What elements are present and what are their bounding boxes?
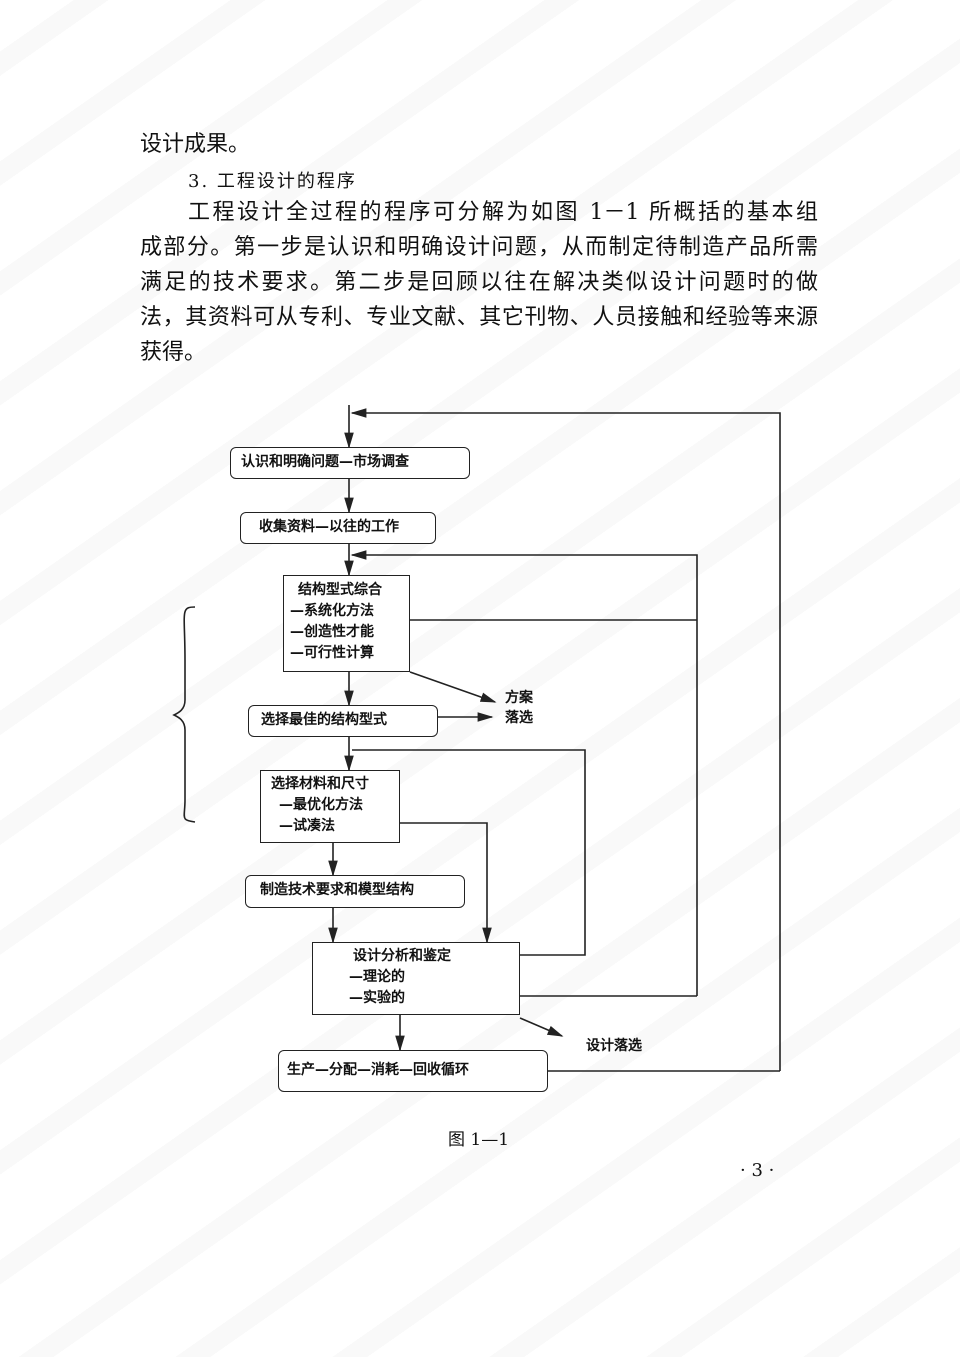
paragraph-line: 工程设计全过程的程序可分解为如图 1－1 所概括的基本组 [188,200,818,225]
box-label: —系统化方法 [290,603,374,619]
box-label: 选择材料和尺寸 [271,776,369,792]
curly-brace [172,606,196,823]
paragraph-line: 成部分。第一步是认识和明确设计问题，从而制定待制造产品所需 [140,235,818,260]
box-label: —最优化方法 [279,797,363,813]
flow-box-structure-synthesis: 结构型式综合 —系统化方法 —创造性才能 —可行性计算 [283,575,410,672]
paragraph-line: 法，其资料可从专利、专业文献、其它刊物、人员接触和经验等来源 [140,305,818,330]
flow-box-identify-problem: 认识和明确问题—市场调查 [230,447,470,479]
feedback-line [350,550,698,996]
reject-arrow [519,1017,564,1037]
text-line: 设计成果。 [140,132,251,157]
figure-caption: 图 1—1 [448,1130,510,1150]
label-line: 方案 [505,690,533,706]
flow-box-production-cycle: 生产—分配—消耗—回收循环 [278,1050,548,1092]
box-label: —创造性才能 [290,624,374,640]
box-label: 制造技术要求和模型结构 [260,882,414,898]
box-label: 选择最佳的结构型式 [261,712,387,728]
paragraph-line: 满足的技术要求。第二步是回顾以往在解决类似设计问题时的做 [140,270,818,295]
page-number: · 3 · [740,1160,775,1181]
box-label: —理论的 [349,969,405,985]
flow-box-select-materials: 选择材料和尺寸 —最优化方法 —试凑法 [260,770,400,843]
paragraph-line: 获得。 [140,340,207,365]
box-label: 收集资料—以往的工作 [259,519,399,535]
box-label: —试凑法 [279,818,335,834]
feedback-line [352,749,586,956]
box-label: 设计分析和鉴定 [353,948,451,964]
section-heading: 3. 工程设计的程序 [188,171,357,192]
flow-box-design-analysis: 设计分析和鉴定 —理论的 —实验的 [312,942,520,1015]
reject-scheme-label: 方案落选 [505,688,533,728]
label-line: 落选 [505,710,533,726]
flow-box-select-structure: 选择最佳的结构型式 [248,705,438,737]
box-label: —实验的 [349,990,405,1006]
reject-design-label: 设计落选 [586,1038,642,1054]
box-label: 认识和明确问题—市场调查 [241,454,409,470]
box-label: 结构型式综合 [298,582,382,598]
flow-box-collect-data: 收集资料—以往的工作 [240,512,436,544]
feedback-line [350,408,781,1071]
flow-box-manufacturing-requirements: 制造技术要求和模型结构 [245,875,465,908]
box-label: —可行性计算 [290,645,374,661]
reject-arrow [409,671,497,703]
box-label: 生产—分配—消耗—回收循环 [287,1062,469,1078]
connector-line [400,822,492,944]
